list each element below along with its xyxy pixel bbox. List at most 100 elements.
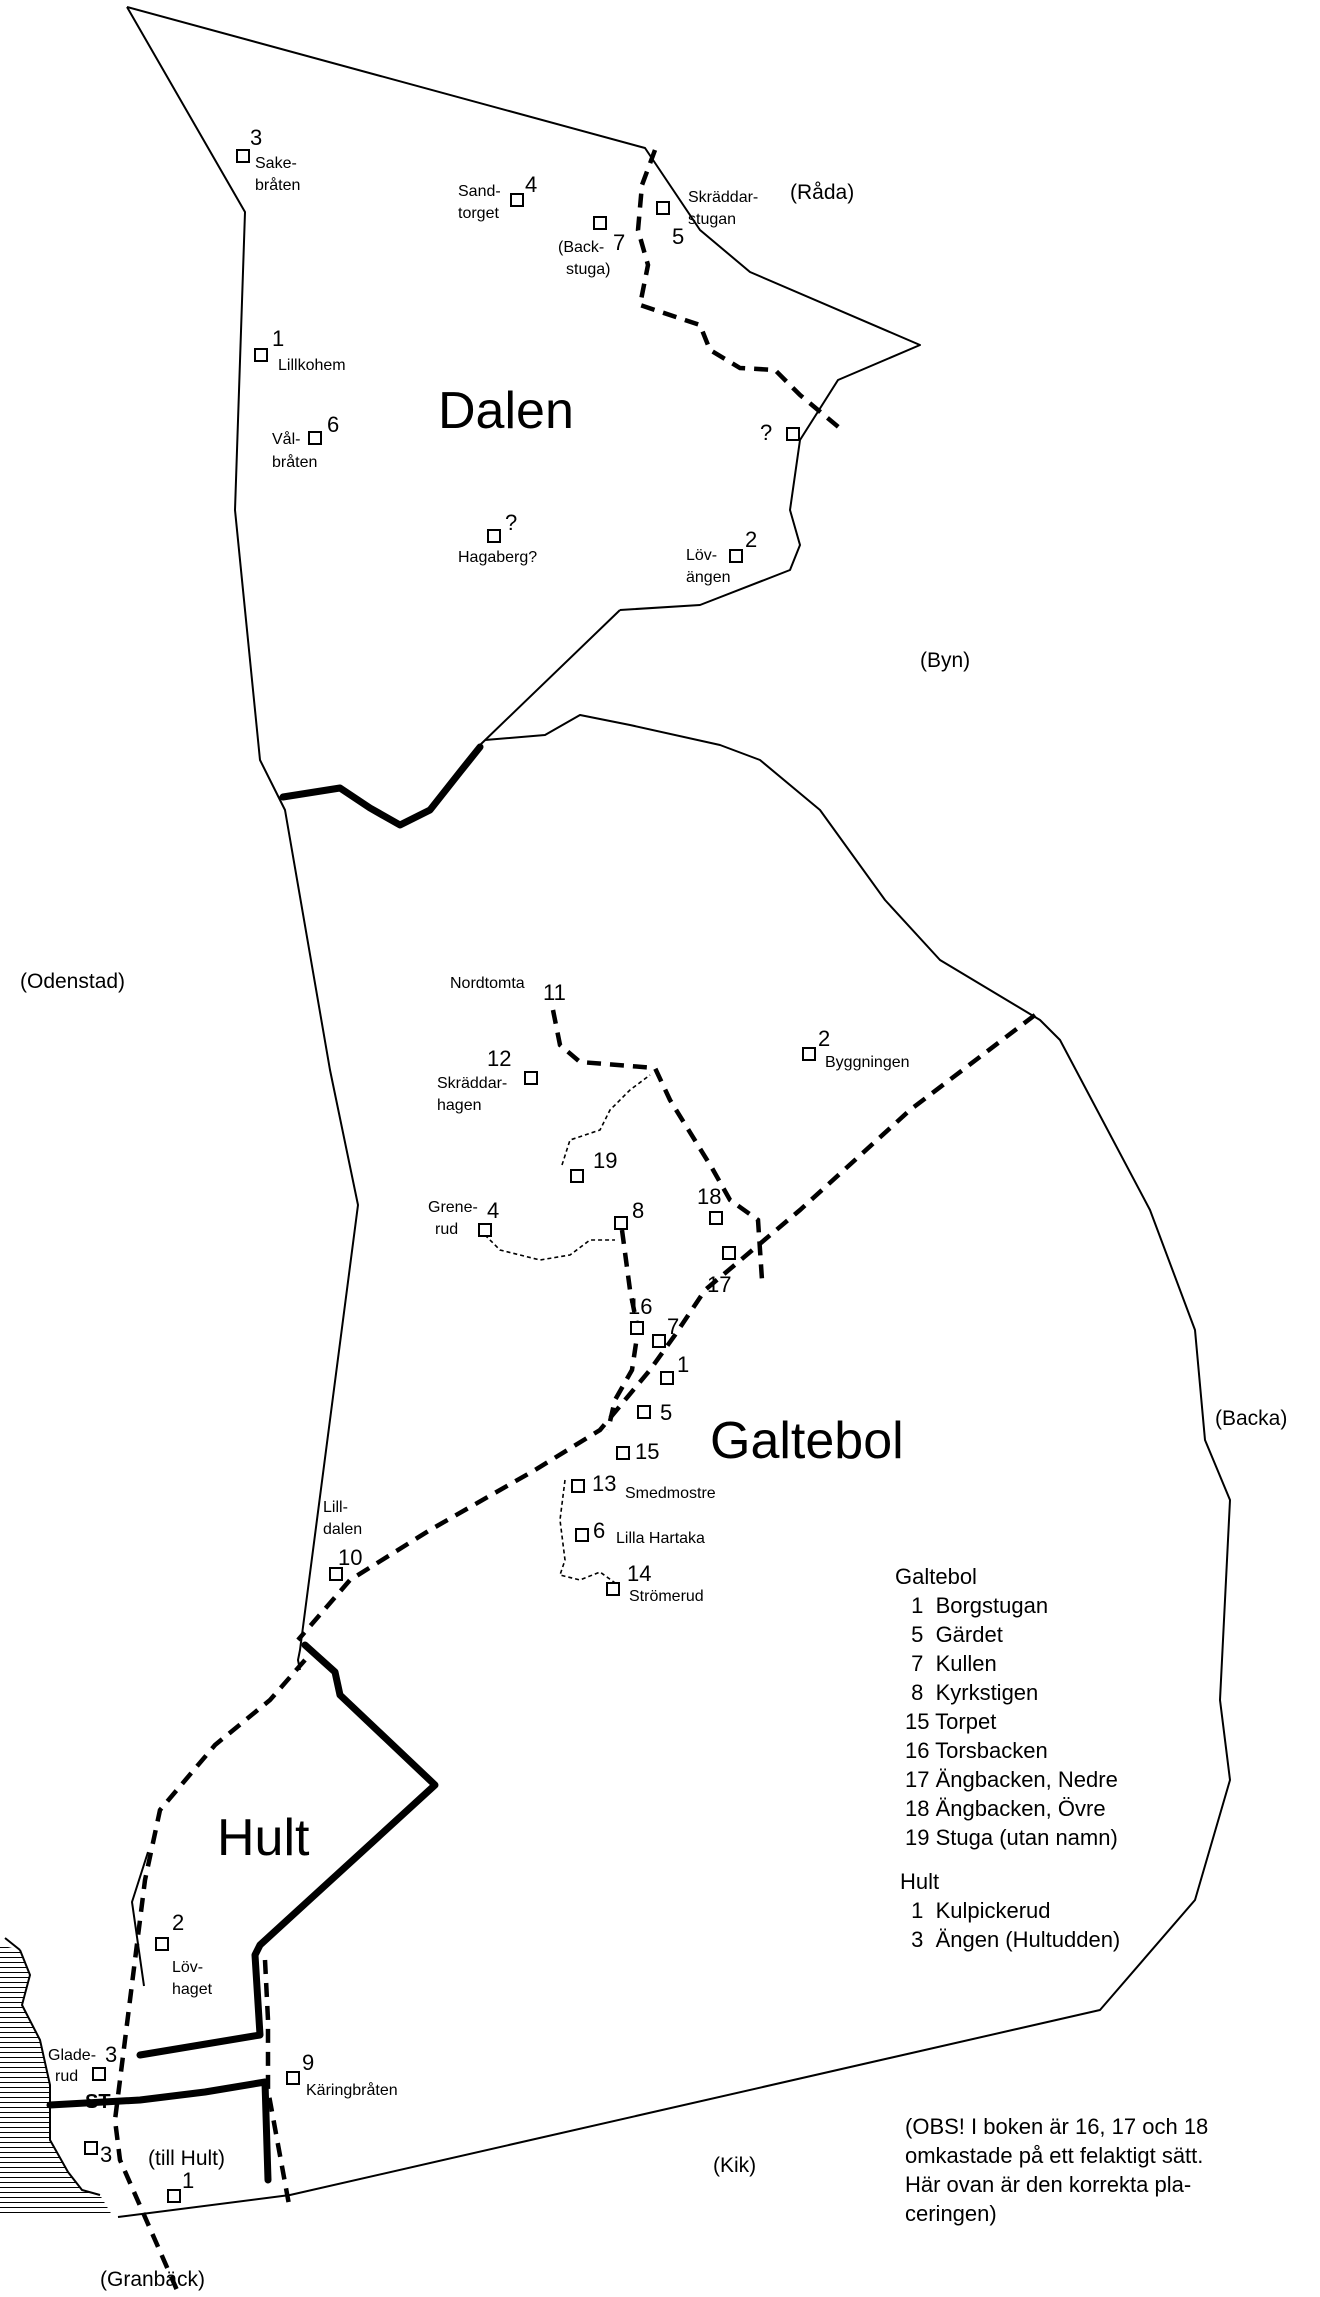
site-marker (478, 1223, 492, 1237)
site-number: 8 (632, 1198, 644, 1223)
site-label: haget (172, 1981, 213, 1998)
site-lovangen: 2 Löv- ängen (686, 527, 757, 586)
site-label: bråten (255, 176, 300, 194)
site-g5: 5 (637, 1400, 672, 1425)
site-backstuga: 7 (Back- stuga) (558, 216, 625, 278)
neighbor-label-granback: (Granbäck) (100, 2268, 205, 2291)
dashed-path-north (550, 1009, 765, 1281)
site-label: dalen (323, 1521, 362, 1538)
site-label: rud (55, 2068, 78, 2085)
site-number: 2 (818, 1026, 830, 1051)
neighbor-label-till-hult: (till Hult) (148, 2147, 225, 2170)
dashed-boundary-dalen-rada (635, 149, 844, 432)
site-marker (236, 149, 250, 163)
site-label: bråten (272, 453, 317, 471)
site-g15: 15 (616, 1439, 659, 1464)
site-marker (155, 1937, 169, 1951)
site-marker (575, 1528, 589, 1542)
site-number: 2 (172, 1910, 184, 1935)
site-g16: 16 (628, 1294, 652, 1335)
site-label: Lillkohem (278, 357, 346, 374)
site-nordtomta: Nordtomta 11 (450, 975, 566, 1005)
neighbor-label-odenstad: (Odenstad) (20, 970, 125, 993)
dashed-boundary-galtebol-main (296, 1013, 1037, 1642)
site-number: 19 (593, 1148, 617, 1173)
legend-item: 8 Kyrkstigen (905, 1680, 1038, 1705)
site-sakebraten: 3 Sake- bråten (236, 125, 300, 194)
site-marker (614, 1216, 628, 1230)
site-byggningen: 2 Byggningen (802, 1026, 910, 1071)
note-line: ceringen) (905, 2201, 997, 2226)
site-skraddarhagen: 12 Skräddar- hagen (437, 1046, 538, 1114)
hult-west-boundary (131, 1851, 149, 1987)
site-number: 14 (627, 1561, 651, 1586)
site-marker (329, 1567, 343, 1581)
legend-item: 16 Torsbacken (905, 1738, 1048, 1763)
site-number: 3 (250, 125, 262, 150)
site-number: 2 (745, 527, 757, 552)
site-label: Lilla Hartaka (616, 1530, 705, 1547)
site-lilla-hartaka: 6 Lilla Hartaka (575, 1518, 705, 1547)
legend-item: 3 Ängen (Hultudden) (905, 1927, 1120, 1952)
site-label: Lill- (323, 1499, 348, 1516)
dotted-path-grenerud (479, 1229, 615, 1261)
site-marker (487, 529, 501, 543)
region-label-galtebol: Galtebol (710, 1412, 904, 1470)
site-marker (616, 1446, 630, 1460)
legend-item: 15 Torpet (905, 1709, 996, 1734)
site-marker (729, 549, 743, 563)
site-stromerud: 14 Strömerud (606, 1561, 704, 1605)
site-marker (510, 193, 524, 207)
legend: Galtebol 1 Borgstugan 5 Gärdet 7 Kullen … (895, 1564, 1120, 1952)
note-line: (OBS! I boken är 16, 17 och 18 (905, 2114, 1208, 2139)
site-label: torget (458, 205, 499, 222)
site-marker (786, 427, 800, 441)
site-label: ängen (686, 569, 731, 586)
thick-boundary-dalen-galtebol (279, 743, 484, 829)
legend-item: 19 Stuga (utan namn) (905, 1825, 1118, 1850)
site-number: 3 (100, 2142, 112, 2167)
site-marker (167, 2189, 181, 2203)
site-marker (571, 1479, 585, 1493)
site-smedmostre: 13 Smedmostre (571, 1471, 716, 1502)
site-number: 17 (707, 1272, 731, 1297)
site-number: 5 (672, 224, 684, 249)
site-label: stuga) (566, 261, 610, 278)
note-line: Här ovan är den korrekta pla- (905, 2172, 1191, 2197)
dashed-path-center (605, 1229, 641, 1431)
site-dalen-unknown: ? (760, 420, 800, 445)
site-label: Skräddar- (688, 189, 758, 206)
site-hagaberg: ? Hagaberg? (458, 510, 537, 566)
site-label: hagen (437, 1097, 482, 1114)
legend-item: 7 Kullen (905, 1651, 997, 1676)
site-marker (593, 216, 607, 230)
site-g1: 1 (660, 1352, 689, 1385)
dotted-path-19 (561, 1074, 651, 1166)
site-g18: 18 (697, 1184, 723, 1225)
region-label-hult: Hult (217, 1809, 310, 1867)
site-marker (92, 2067, 106, 2081)
site-number: 1 (272, 326, 284, 351)
site-hult3: 3 (84, 2141, 112, 2167)
site-g8: 8 (614, 1198, 644, 1230)
site-number: 4 (525, 172, 537, 197)
site-marker (722, 1246, 736, 1260)
outer-boundary-west (126, 6, 359, 1671)
neighbor-label-backa: (Backa) (1215, 1407, 1287, 1430)
site-valbraten: 6 Vål- bråten (272, 412, 339, 471)
site-hult1: 1 (167, 2168, 194, 2203)
site-marker (709, 1211, 723, 1225)
site-label: Strömerud (629, 1588, 704, 1605)
site-number: 13 (592, 1471, 616, 1496)
galtebol-boundary-east (117, 714, 1231, 2218)
thick-boundary-gladerud (46, 2078, 272, 2184)
note-line: omkastade på ett felaktigt sätt. (905, 2143, 1203, 2168)
site-lillkohem: 1 Lillkohem (254, 326, 346, 374)
site-number: 6 (327, 412, 339, 437)
neighbor-label-rada: (Råda) (790, 181, 854, 204)
shoreline (19, 1949, 101, 2196)
site-label: rud (435, 1221, 458, 1238)
site-marker (84, 2141, 98, 2155)
site-gladerud: 3 Glade- rud ST (48, 2042, 117, 2113)
site-number: 3 (105, 2042, 117, 2067)
